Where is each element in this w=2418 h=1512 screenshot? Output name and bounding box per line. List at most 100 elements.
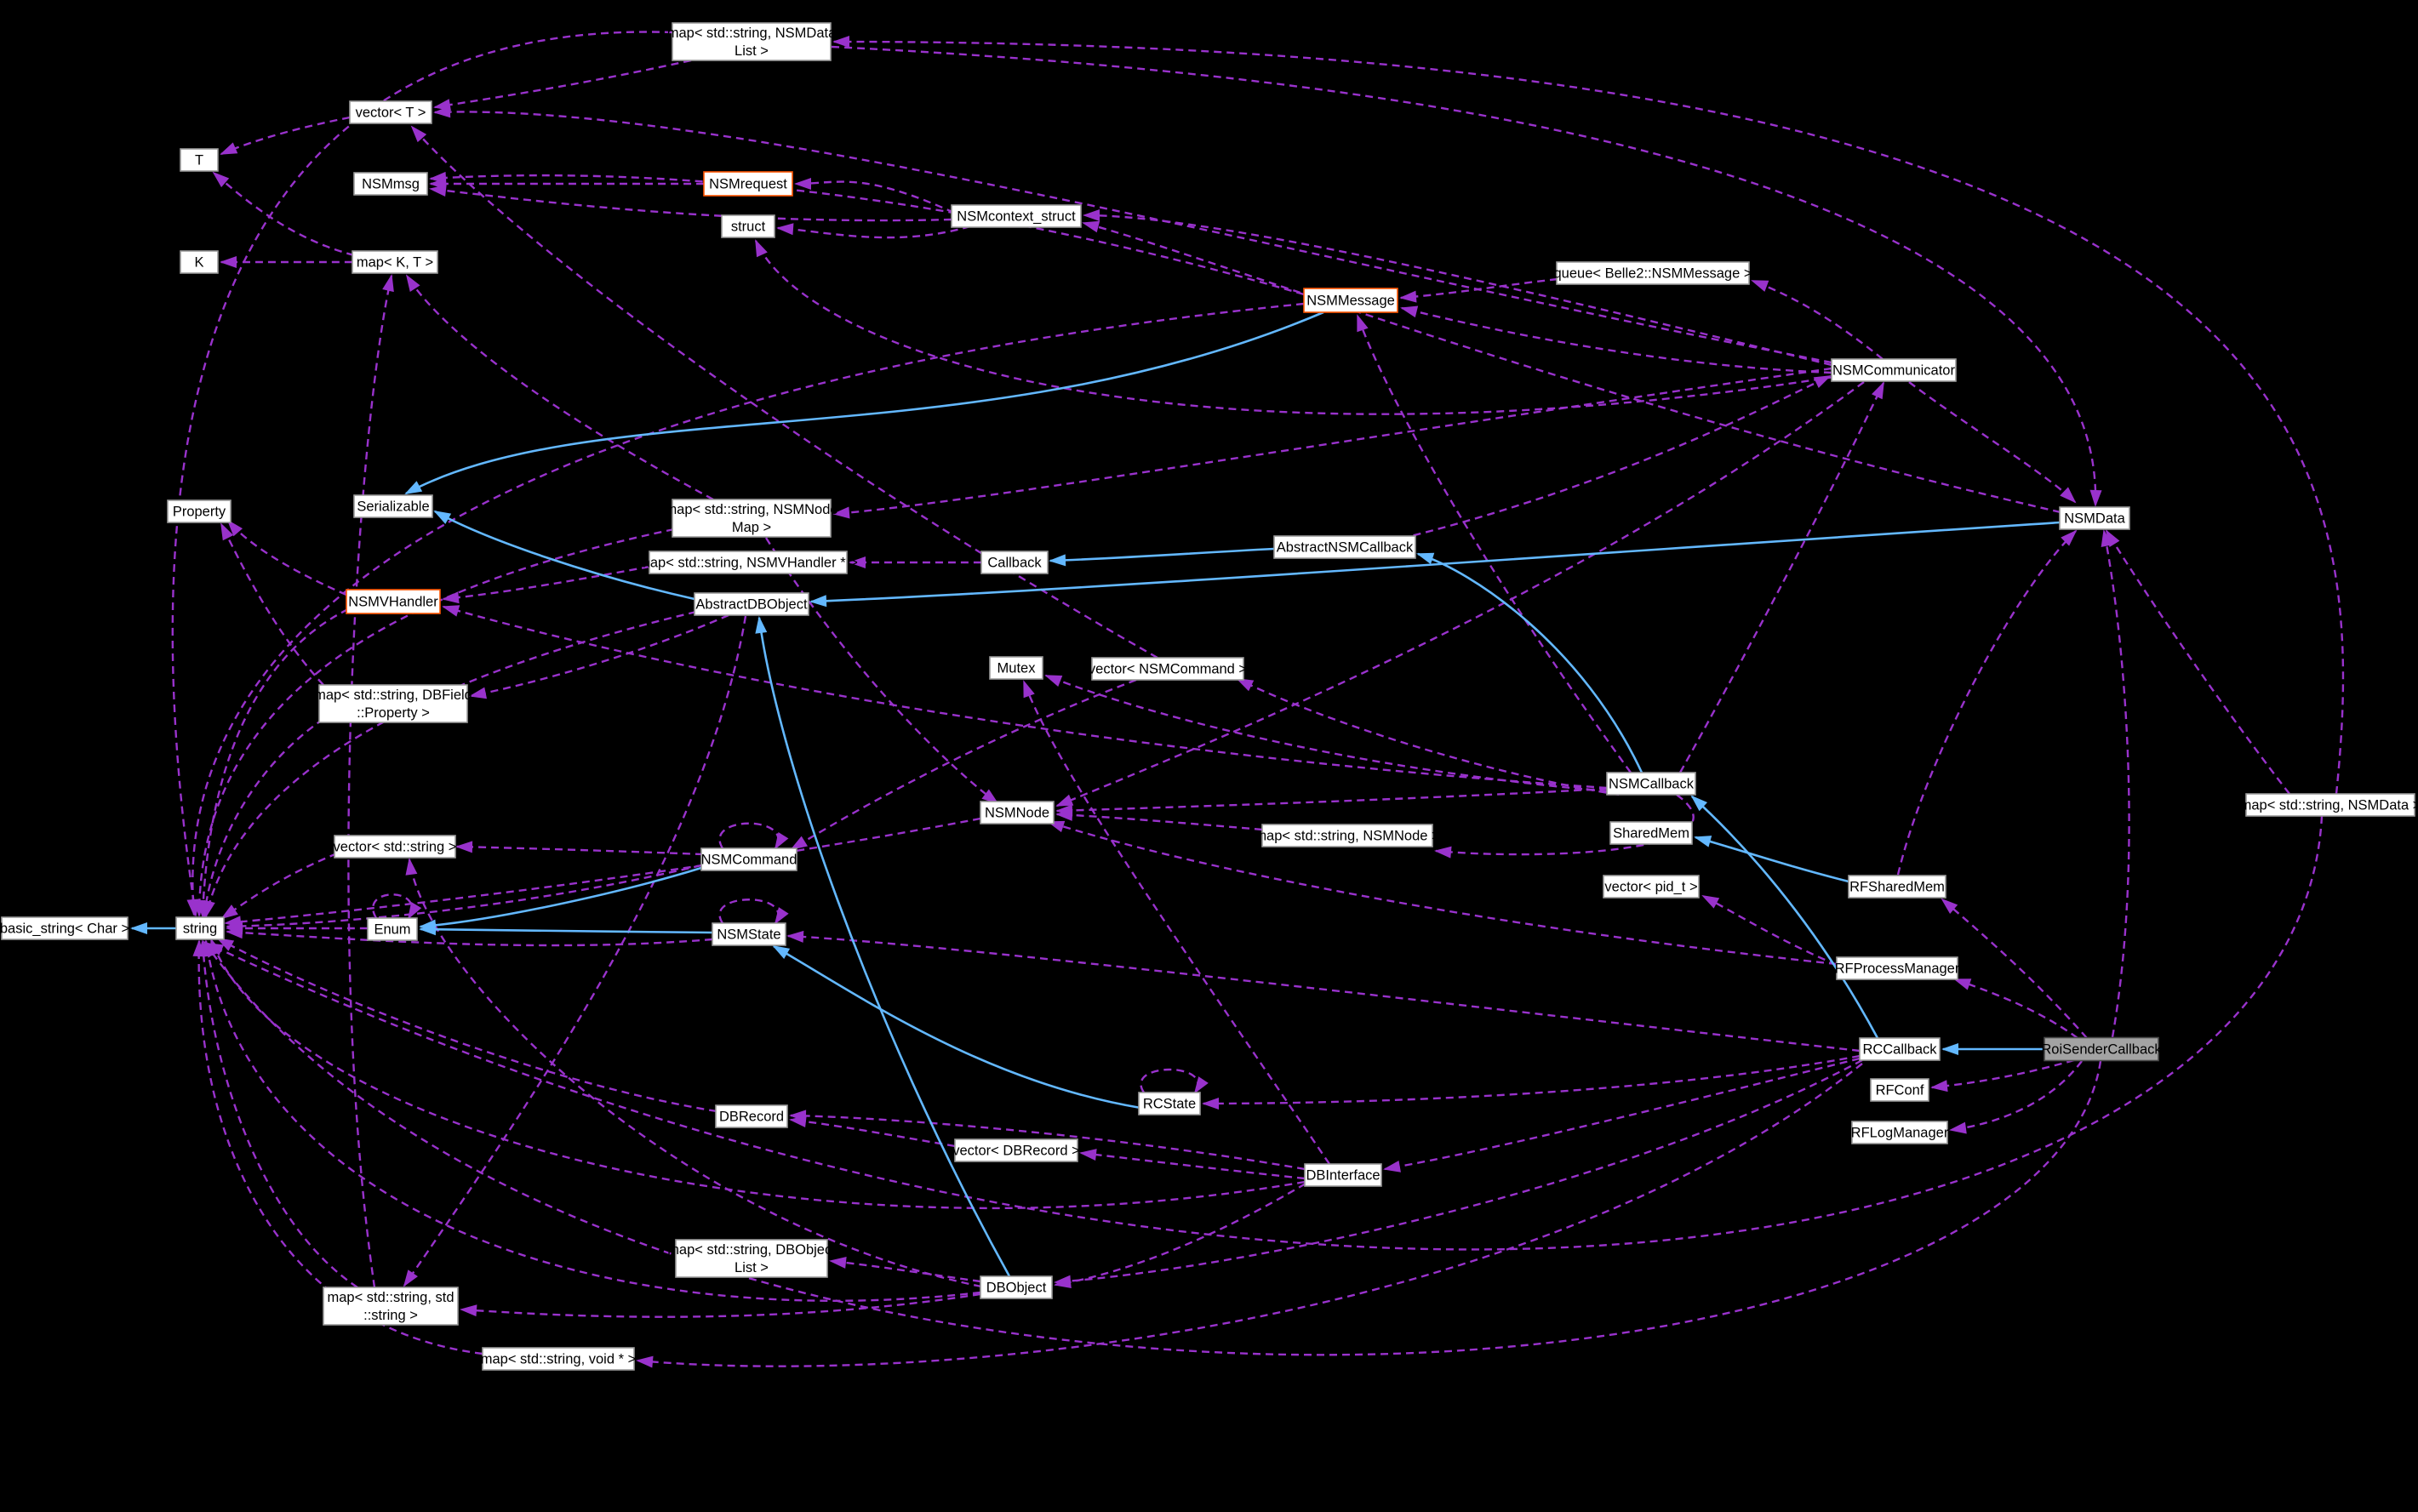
node-RFConf[interactable]: RFConf bbox=[1870, 1078, 1929, 1102]
node-DBRecord-box[interactable] bbox=[715, 1104, 788, 1128]
node-mapStdNSMData-box[interactable] bbox=[2245, 793, 2415, 817]
node-NSMState[interactable]: NSMState bbox=[712, 922, 786, 946]
node-queueBelle2-box[interactable] bbox=[1556, 261, 1750, 285]
node-struct-box[interactable] bbox=[721, 214, 775, 238]
node-Property[interactable]: Property bbox=[167, 499, 232, 523]
node-DBRecord[interactable]: DBRecord bbox=[715, 1104, 788, 1128]
node-DBObject-box[interactable] bbox=[980, 1275, 1053, 1299]
node-NSMData-box[interactable] bbox=[2059, 506, 2130, 530]
node-string[interactable]: string bbox=[175, 916, 225, 940]
node-NSMmsg-box[interactable] bbox=[353, 172, 428, 196]
node-Serializable[interactable]: Serializable bbox=[353, 494, 433, 518]
node-NSMCallback-box[interactable] bbox=[1606, 772, 1696, 796]
node-mapDBObjectList-box[interactable] bbox=[675, 1239, 828, 1278]
node-queueBelle2[interactable]: queue< Belle2::NSMMessage > bbox=[1554, 261, 1752, 285]
node-NSMVHandler[interactable]: NSMVHandler bbox=[346, 589, 441, 614]
node-T[interactable]: T bbox=[180, 148, 219, 172]
node-SharedMem[interactable]: SharedMem bbox=[1609, 821, 1693, 845]
node-NSMData[interactable]: NSMData bbox=[2059, 506, 2130, 530]
node-basicString-box[interactable] bbox=[1, 916, 129, 940]
node-RFConf-box[interactable] bbox=[1870, 1078, 1929, 1102]
node-NSMMessage[interactable]: NSMMessage bbox=[1303, 288, 1398, 313]
node-Property-box[interactable] bbox=[167, 499, 232, 523]
node-struct[interactable]: struct bbox=[721, 214, 775, 238]
node-vectorStdString[interactable]: vector< std::string > bbox=[334, 835, 457, 859]
node-DBObject[interactable]: DBObject bbox=[980, 1275, 1053, 1299]
node-RCCallback[interactable]: RCCallback bbox=[1859, 1037, 1941, 1061]
node-T-box[interactable] bbox=[180, 148, 219, 172]
node-Enum-box[interactable] bbox=[367, 917, 418, 941]
node-AbstractNSMCallback-box[interactable] bbox=[1273, 535, 1416, 559]
node-mapNSMNode[interactable]: map< std::string, NSMNode > bbox=[1255, 824, 1440, 847]
node-NSMrequest-box[interactable] bbox=[703, 171, 793, 197]
node-RCState-box[interactable] bbox=[1138, 1092, 1201, 1115]
node-mapNSMDataList-box[interactable] bbox=[672, 22, 832, 61]
node-DBInterface[interactable]: DBInterface bbox=[1304, 1163, 1382, 1187]
node-basicString[interactable]: basic_string< Char > bbox=[0, 916, 129, 940]
node-RFLogManager[interactable]: RFLogManager bbox=[1851, 1121, 1949, 1144]
node-vectorT-box[interactable] bbox=[349, 100, 432, 124]
node-NSMCallback[interactable]: NSMCallback bbox=[1606, 772, 1696, 796]
node-DBInterface-box[interactable] bbox=[1304, 1163, 1382, 1187]
node-Serializable-box[interactable] bbox=[353, 494, 433, 518]
node-RFSharedMem-box[interactable] bbox=[1848, 875, 1946, 899]
node-vectorPid-box[interactable] bbox=[1603, 875, 1700, 899]
node-RFSharedMem[interactable]: RFSharedMem bbox=[1848, 875, 1946, 899]
node-mapNSMNode-box[interactable] bbox=[1261, 824, 1433, 847]
node-mapNSMNodeMap-box[interactable] bbox=[672, 499, 832, 538]
node-RoiSenderCallback[interactable]: RoiSenderCallback bbox=[2041, 1036, 2162, 1062]
node-NSMcontextStruct[interactable]: NSMcontext_struct bbox=[951, 204, 1082, 228]
node-vectorDBRecord[interactable]: vector< DBRecord > bbox=[952, 1138, 1080, 1162]
node-vectorDBRecord-box[interactable] bbox=[954, 1138, 1078, 1162]
node-NSMMessage-box[interactable] bbox=[1303, 288, 1398, 313]
node-K[interactable]: K bbox=[180, 250, 219, 274]
node-NSMCommunicator-box[interactable] bbox=[1831, 358, 1957, 382]
node-NSMCommunicator[interactable]: NSMCommunicator bbox=[1831, 358, 1957, 382]
node-K-box[interactable] bbox=[180, 250, 219, 274]
node-RFProcessManager[interactable]: RFProcessManager bbox=[1835, 956, 1960, 980]
node-NSMrequest[interactable]: NSMrequest bbox=[703, 171, 793, 197]
node-mapStdStdString-box[interactable] bbox=[323, 1287, 459, 1326]
node-NSMCommand[interactable]: NSMCommand bbox=[700, 847, 797, 871]
node-AbstractDBObject-box[interactable] bbox=[694, 592, 809, 616]
node-SharedMem-box[interactable] bbox=[1609, 821, 1693, 845]
node-Callback-box[interactable] bbox=[980, 551, 1049, 574]
node-mapDBField[interactable]: map< std::string, DBField::Property > bbox=[314, 684, 472, 723]
node-vectorT[interactable]: vector< T > bbox=[349, 100, 432, 124]
node-RCCallback-box[interactable] bbox=[1859, 1037, 1941, 1061]
node-AbstractNSMCallback[interactable]: AbstractNSMCallback bbox=[1273, 535, 1416, 559]
node-Callback[interactable]: Callback bbox=[980, 551, 1049, 574]
node-mapKT-box[interactable] bbox=[352, 250, 438, 274]
node-vectorStdString-box[interactable] bbox=[334, 835, 456, 859]
node-RCState[interactable]: RCState bbox=[1138, 1092, 1201, 1115]
node-NSMcontextStruct-box[interactable] bbox=[951, 204, 1082, 228]
node-mapStdStdString[interactable]: map< std::string, std::string > bbox=[323, 1287, 459, 1326]
node-Mutex[interactable]: Mutex bbox=[989, 656, 1043, 680]
node-NSMmsg[interactable]: NSMmsg bbox=[353, 172, 428, 196]
node-vectorPid[interactable]: vector< pid_t > bbox=[1603, 875, 1700, 899]
node-mapNSMVHandler-box[interactable] bbox=[649, 551, 848, 574]
node-NSMCommand-box[interactable] bbox=[700, 847, 797, 871]
node-RFLogManager-box[interactable] bbox=[1851, 1121, 1948, 1144]
node-mapNSMVHandler[interactable]: map< std::string, NSMVHandler * > bbox=[638, 551, 858, 574]
node-vectorNSMCommand-box[interactable] bbox=[1091, 657, 1244, 681]
node-AbstractDBObject[interactable]: AbstractDBObject bbox=[694, 592, 809, 616]
node-Mutex-box[interactable] bbox=[989, 656, 1043, 680]
node-mapStdNSMData[interactable]: map< std::string, NSMData > bbox=[2240, 793, 2418, 817]
node-mapVoid-box[interactable] bbox=[482, 1347, 635, 1371]
node-mapDBField-box[interactable] bbox=[318, 684, 468, 723]
node-mapVoid[interactable]: map< std::string, void * > bbox=[481, 1347, 637, 1371]
node-RoiSenderCallback-box[interactable] bbox=[2044, 1036, 2159, 1062]
node-vectorNSMCommand[interactable]: vector< NSMCommand > bbox=[1089, 657, 1247, 681]
node-NSMNode[interactable]: NSMNode bbox=[980, 801, 1055, 824]
node-NSMVHandler-box[interactable] bbox=[346, 589, 441, 614]
node-mapKT[interactable]: map< K, T > bbox=[352, 250, 438, 274]
node-NSMState-box[interactable] bbox=[712, 922, 786, 946]
node-RFProcessManager-box[interactable] bbox=[1836, 956, 1958, 980]
node-Enum[interactable]: Enum bbox=[367, 917, 418, 941]
node-NSMNode-box[interactable] bbox=[980, 801, 1055, 824]
node-string-box[interactable] bbox=[175, 916, 225, 940]
